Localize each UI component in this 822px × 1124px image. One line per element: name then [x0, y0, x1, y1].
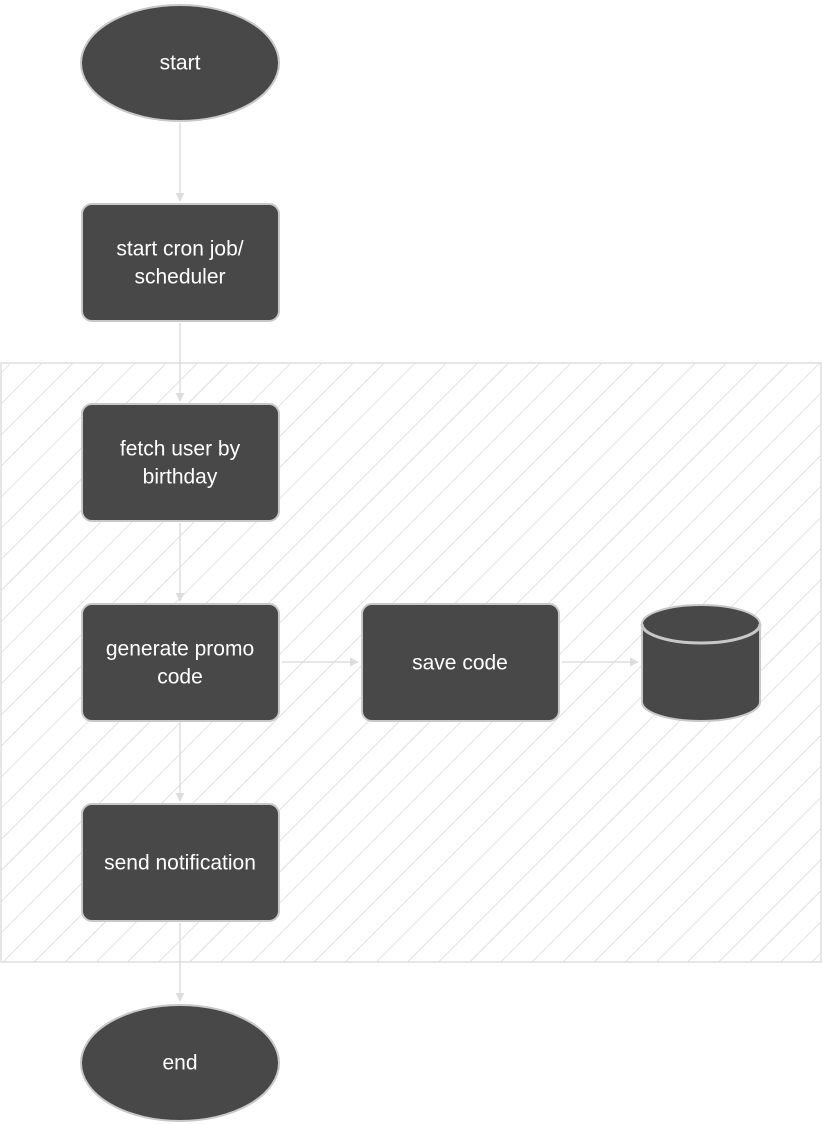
fetch-user-node-shape	[81, 403, 280, 522]
database-top-rim	[640, 623, 762, 645]
generate-promo-node-label-line-2: code	[157, 666, 203, 689]
cron-scheduler-node-label-line-1: start cron job/	[116, 238, 243, 261]
end-node[interactable]: end	[80, 1004, 280, 1122]
end-node-label: end	[162, 1052, 197, 1075]
database-body	[641, 604, 761, 722]
generate-promo-node-label-line-1: generate promo	[106, 638, 254, 661]
fetch-user-node-label-line-2: birthday	[143, 466, 218, 489]
cron-scheduler-node-label-line-2: scheduler	[134, 266, 225, 289]
start-node[interactable]: start	[80, 4, 280, 122]
generate-promo-node-shape	[81, 603, 280, 722]
fetch-user-node-label-line-1: fetch user by	[120, 438, 241, 461]
generate-promo-node[interactable]: generate promo code	[81, 603, 280, 722]
database-icon[interactable]	[640, 604, 762, 722]
send-notification-node-shape	[81, 803, 280, 922]
edges	[175, 123, 639, 1002]
start-node-shape	[80, 4, 280, 122]
save-code-node[interactable]: save code	[361, 603, 560, 722]
end-node-shape	[80, 1004, 280, 1122]
send-notification-node[interactable]: send notification	[81, 803, 280, 922]
start-node-label: start	[160, 52, 201, 75]
save-code-node-label: save code	[412, 652, 508, 675]
save-code-node-shape	[361, 603, 560, 722]
cron-scheduler-node-shape	[81, 203, 280, 322]
fetch-user-node[interactable]: fetch user by birthday	[81, 403, 280, 522]
cron-scheduler-node[interactable]: start cron job/ scheduler	[81, 203, 280, 322]
send-notification-node-label: send notification	[104, 852, 256, 875]
